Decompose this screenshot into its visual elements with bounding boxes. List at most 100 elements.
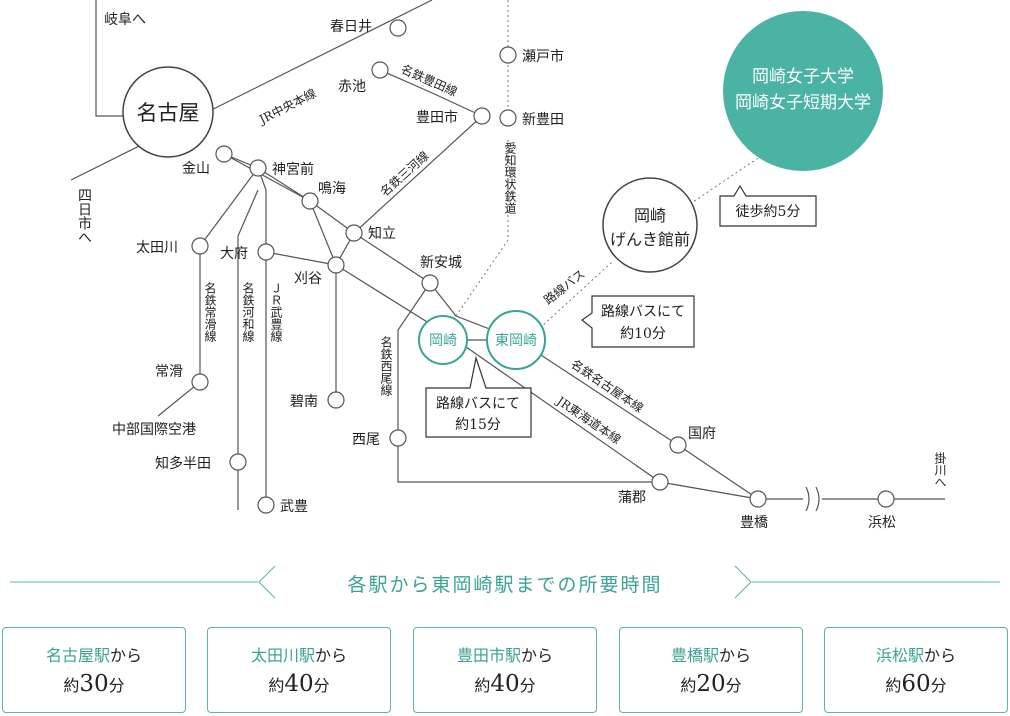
- callout-bus-15-line1: 路線バスにて: [436, 396, 520, 412]
- station-marker-higashiokazaki: [486, 310, 546, 370]
- card-otagawa: 太田川駅から 約40分: [207, 627, 391, 713]
- callout-walk-text: 徒歩約5分: [736, 204, 801, 220]
- line-jr-chuo: [70, 0, 433, 181]
- card-from: 名古屋駅から: [3, 646, 185, 666]
- travel-time-heading: 各駅から東岡崎駅までの所要時間: [0, 560, 1010, 604]
- callout-bus-15-line2: 約15分: [455, 417, 501, 433]
- line-meitetsu-nishio: [397, 282, 660, 483]
- card-prefix: 約: [63, 676, 80, 695]
- station-marker-jingumae: [249, 159, 267, 177]
- callout-walk: 徒歩約5分: [719, 184, 817, 227]
- station-marker-nishio: [389, 429, 407, 447]
- card-from: 豊田市駅から: [414, 646, 596, 666]
- line-meitetsu-mikawa: [335, 115, 483, 400]
- line-label-meitetsu-tokoname: 名鉄常滑線: [203, 281, 217, 342]
- line-route-bus: [539, 261, 613, 329]
- station-label-gamagori: 蒲郡: [618, 490, 646, 506]
- station-marker-gamagori: [651, 473, 669, 491]
- card-from: 浜松駅から: [825, 646, 1007, 666]
- line-label-meitetsu-kowa: 名鉄河和線: [241, 281, 255, 342]
- card-suffix: から: [719, 646, 752, 665]
- callout-bus-10-line1: 路線バスにて: [601, 304, 685, 320]
- card-unit: 分: [930, 676, 947, 695]
- callout-bus-10-line2: 約10分: [620, 326, 666, 342]
- line-obu-kariya: [265, 251, 337, 266]
- card-prefix: 約: [680, 676, 697, 695]
- card-toyohashi: 豊橋駅から 約20分: [619, 627, 803, 713]
- station-label-jingumae: 神宮前: [272, 161, 314, 178]
- station-label-shinanjo: 新安城: [420, 255, 462, 271]
- card-suffix: から: [924, 646, 957, 665]
- heading-ornament: [10, 565, 1000, 599]
- card-suffix: から: [315, 646, 348, 665]
- card-prefix: 約: [474, 676, 491, 695]
- line-jr-tokaido: [223, 153, 759, 500]
- station-label-kariya: 刈谷: [294, 271, 322, 287]
- card-station: 豊橋駅: [670, 646, 719, 665]
- station-label-kakegawa: 掛川へ: [933, 451, 947, 488]
- station-label-obu: 大府: [220, 246, 248, 262]
- line-gifu: [95, 0, 125, 117]
- destination-name-2: 岡崎女子短期大学: [735, 93, 871, 113]
- line-label-meitetsu-nishio: 名鉄西尾線: [379, 335, 393, 396]
- station-label-toyohashi: 豊橋: [740, 515, 768, 531]
- station-marker-narumi: [301, 192, 319, 210]
- card-number: 60: [901, 671, 931, 697]
- station-marker-kanayama: [215, 145, 233, 163]
- card-toyotashi: 豊田市駅から 約40分: [413, 627, 597, 713]
- railway-map: 名古屋 岡崎 東岡崎 岡崎 げんき館前 岡崎女子大学 岡崎女子短期大学 岐阜へ …: [70, 0, 947, 531]
- station-label-nagoya: 名古屋: [137, 101, 200, 125]
- station-label-higashiokazaki: 東岡崎: [495, 333, 537, 349]
- card-from: 豊橋駅から: [620, 646, 802, 666]
- line-label-meitetsu-mikawa: 名鉄三河線: [377, 148, 432, 199]
- line-walk: [689, 149, 771, 205]
- card-nagoya: 名古屋駅から 約30分: [2, 627, 186, 713]
- station-label-toyotashi: 豊田市: [416, 109, 458, 126]
- station-label-kota: 国府: [688, 426, 716, 442]
- station-label-chubu-airport: 中部国際空港: [112, 422, 196, 438]
- card-prefix: 約: [268, 676, 285, 695]
- station-marker-taketoyo: [257, 496, 275, 514]
- card-unit: 分: [519, 676, 536, 695]
- card-unit: 分: [108, 676, 125, 695]
- station-marker-shintoyota: [499, 109, 517, 127]
- station-label-narumi: 鳴海: [318, 181, 346, 197]
- station-label-akaike: 赤池: [338, 79, 366, 95]
- station-marker-hamamatsu: [877, 490, 895, 508]
- station-marker-nagoya: [122, 66, 214, 158]
- dotted-lines: [455, 0, 771, 329]
- station-label-hamamatsu: 浜松: [868, 515, 896, 531]
- vertical-labels: 四日市へ 掛川へ: [76, 188, 947, 488]
- station-label-gifu: 岐阜へ: [104, 11, 146, 28]
- card-station: 豊田市駅: [456, 646, 521, 665]
- card-station: 太田川駅: [250, 646, 315, 665]
- station-marker-obu: [257, 243, 275, 261]
- destination-marker: [723, 11, 883, 171]
- card-number: 40: [284, 671, 314, 697]
- break-mark: [805, 486, 820, 512]
- station-marker-kariya: [327, 256, 345, 274]
- station-marker-shinanjo: [421, 274, 439, 292]
- heading-text: 各駅から東岡崎駅までの所要時間: [347, 574, 663, 596]
- line-meitetsu-toyota: [379, 69, 483, 117]
- station-marker-hekinan: [327, 391, 345, 409]
- card-number: 40: [490, 671, 520, 697]
- station-label-kanayama: 金山: [182, 161, 210, 177]
- station-marker-toyotashi: [473, 107, 491, 125]
- travel-time-cards: 名古屋駅から 約30分 太田川駅から 約40分 豊田市駅から 約40分 豊橋駅か…: [0, 627, 1010, 716]
- station-label-okazaki: 岡崎: [429, 333, 457, 349]
- station-marker-akaike: [371, 61, 389, 79]
- card-suffix: から: [110, 646, 143, 665]
- station-label-yokkaichi: 四日市へ: [76, 188, 92, 244]
- line-meitetsu-tokoname: [157, 246, 201, 417]
- callout-bus-15: 路線バスにて 約15分: [425, 355, 532, 438]
- station-label-hekinan: 碧南: [290, 394, 318, 410]
- card-suffix: から: [521, 646, 554, 665]
- station-label-chitahanda: 知多半田: [155, 455, 211, 472]
- line-meitetsu-kowa: [237, 189, 259, 510]
- station-marker-kota: [669, 436, 687, 454]
- line-aichi-kanjo: [455, 140, 509, 317]
- line-label-route-bus: 路線バス: [541, 266, 588, 307]
- card-prefix: 約: [885, 676, 902, 695]
- card-time: 約40分: [208, 672, 390, 698]
